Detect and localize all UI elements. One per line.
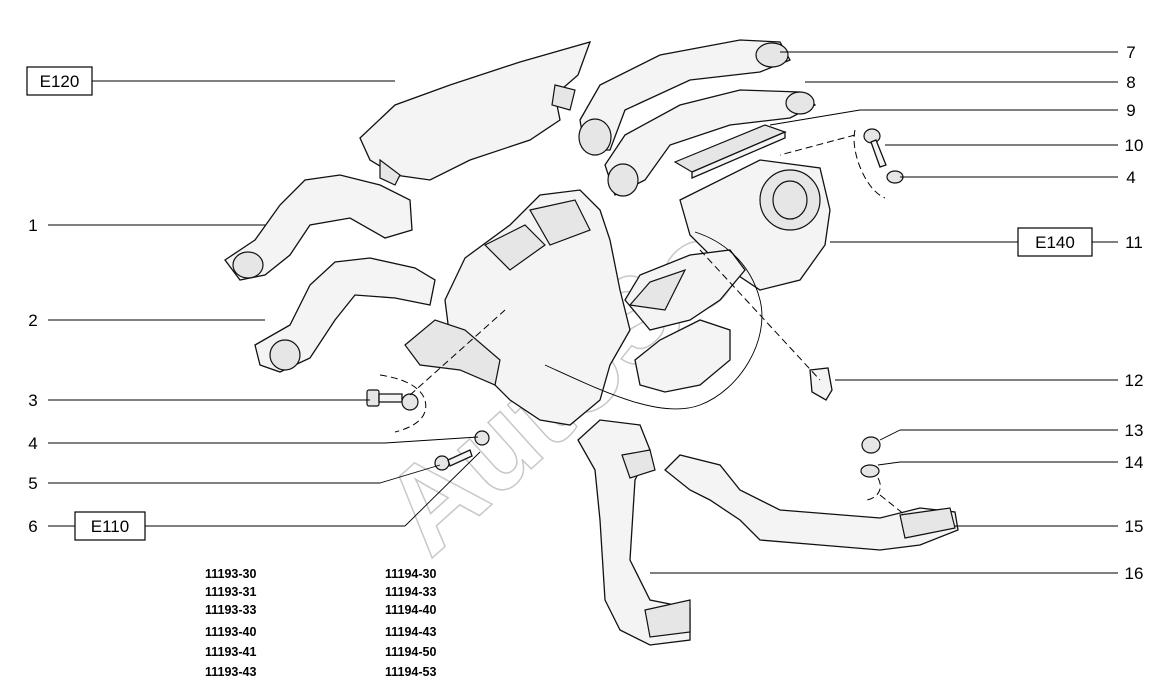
washer-14 — [860, 464, 880, 478]
ref-box-e110: E110 — [74, 511, 146, 541]
ref-box-e140: E140 — [1017, 227, 1093, 257]
heater-housing — [404, 189, 631, 426]
nut-13 — [861, 436, 881, 454]
callout-12: 12 — [1125, 371, 1144, 390]
model-codes-right: 11194-30 11194-33 11194-40 11194-43 1119… — [385, 567, 436, 679]
leader-lines — [48, 51, 1118, 574]
model-code: 11194-30 — [385, 567, 436, 581]
model-code: 11193-33 — [205, 603, 256, 617]
assembly-dash-lines — [379, 129, 906, 516]
callout-8: 8 — [1126, 73, 1135, 92]
callout-1: 1 — [28, 216, 37, 235]
cabin-filter — [673, 124, 787, 179]
callout-7: 7 — [1126, 43, 1135, 62]
ref-box-e120: E120 — [26, 66, 93, 96]
model-code: 11193-31 — [205, 585, 256, 599]
callout-10: 10 — [1125, 136, 1144, 155]
upper-air-duct — [578, 39, 791, 156]
central-duct — [624, 249, 746, 331]
model-code: 11194-50 — [385, 645, 436, 659]
floor-duct-front — [577, 419, 691, 646]
callout-13: 13 — [1125, 421, 1144, 440]
callout-2: 2 — [28, 311, 37, 330]
floor-duct-rear — [664, 454, 959, 551]
callout-16: 16 — [1125, 564, 1144, 583]
screw-10 — [863, 128, 887, 168]
callout-4-right: 4 — [1126, 168, 1135, 187]
model-code: 11193-40 — [205, 625, 256, 639]
callout-6: 6 — [28, 517, 37, 536]
callout-5: 5 — [28, 474, 37, 493]
callout-3: 3 — [28, 391, 37, 410]
callout-4-left: 4 — [28, 434, 37, 453]
model-code: 11194-33 — [385, 585, 436, 599]
washer-4-left — [401, 393, 490, 446]
callout-14: 14 — [1125, 453, 1144, 472]
clip-12 — [809, 367, 833, 401]
svg-text:E120: E120 — [40, 72, 80, 91]
screw-3 — [366, 389, 403, 407]
callout-15: 15 — [1125, 517, 1144, 536]
model-code: 11193-41 — [205, 645, 256, 659]
model-codes-left: 11193-30 11193-31 11193-33 11193-40 1119… — [205, 567, 256, 679]
callout-9: 9 — [1126, 101, 1135, 120]
air-hose-1 — [224, 174, 413, 281]
svg-text:E140: E140 — [1035, 233, 1075, 252]
model-code: 11194-40 — [385, 603, 436, 617]
side-air-duct — [604, 89, 817, 197]
model-code: 11194-53 — [385, 665, 436, 679]
screw-5 — [434, 449, 473, 471]
model-code: 11193-43 — [205, 665, 256, 679]
model-code: 11193-30 — [205, 567, 256, 581]
control-cable — [544, 231, 763, 410]
svg-text:E110: E110 — [91, 517, 129, 536]
control-valve-unit — [634, 319, 731, 393]
air-hose-2 — [254, 257, 436, 373]
defroster-duct-panel — [359, 41, 592, 186]
callout-11: 11 — [1125, 233, 1143, 252]
model-code: 11194-43 — [385, 625, 436, 639]
